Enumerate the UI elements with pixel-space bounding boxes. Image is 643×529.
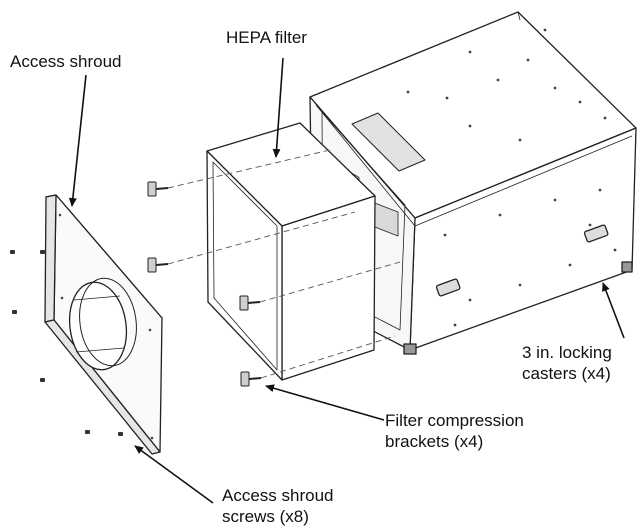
- filter-compression-bracket: [147, 181, 262, 387]
- screws-label-line1: Access shroud: [222, 486, 334, 505]
- callout-arrows: [68, 57, 625, 504]
- brackets-label-line1: Filter compression: [385, 411, 524, 430]
- casters-label-line1: 3 in. locking: [522, 343, 612, 362]
- casters-arrow: [602, 282, 625, 339]
- alignment-lines: [167, 149, 401, 379]
- screws-label-line2: screws (x8): [222, 507, 309, 526]
- hepa-filter-arrow: [272, 57, 284, 158]
- hepa-filter-label: HEPA filter: [226, 27, 307, 48]
- access-shroud-label: Access shroud: [10, 51, 122, 72]
- cabinet-handle: [435, 224, 609, 297]
- access-shroud-panel: [44, 194, 163, 455]
- hepa-filter-box: [206, 122, 376, 381]
- access-shroud-label-text: Access shroud: [10, 52, 122, 71]
- casters-label: 3 in. locking casters (x4): [522, 342, 612, 384]
- brackets-label: Filter compression brackets (x4): [385, 410, 524, 452]
- screws-label: Access shroud screws (x8): [222, 485, 334, 527]
- brackets-arrow: [265, 384, 385, 421]
- screws-arrow: [134, 445, 214, 504]
- access-shroud-arrow: [68, 74, 87, 207]
- hepa-filter-label-text: HEPA filter: [226, 28, 307, 47]
- brackets-label-line2: brackets (x4): [385, 432, 484, 451]
- casters-label-line2: casters (x4): [522, 364, 611, 383]
- access-shroud-screws: [10, 250, 123, 436]
